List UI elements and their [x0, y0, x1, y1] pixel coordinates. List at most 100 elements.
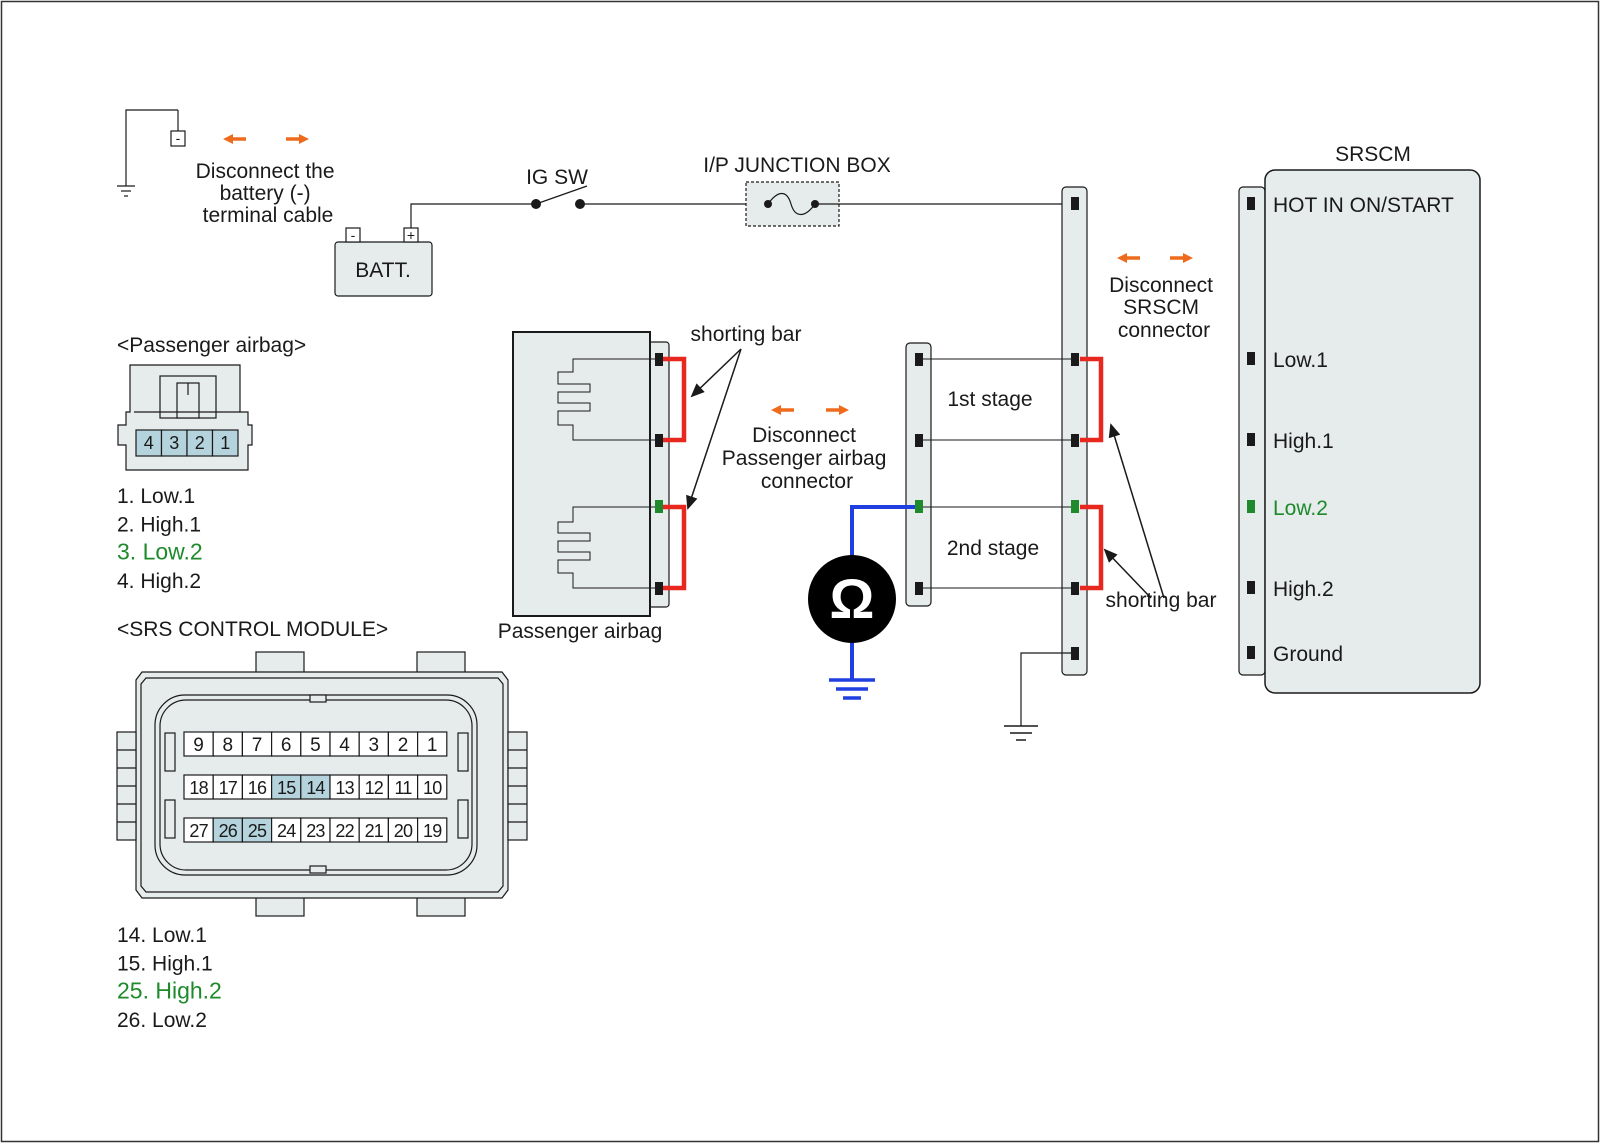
srs-module-pin-number: 21 [365, 821, 384, 841]
srs-module-pin-number: 20 [394, 821, 413, 841]
srscm-pin [1247, 433, 1255, 446]
test-connector-strip [905, 342, 932, 607]
srs-module-pin [183, 817, 214, 843]
srs-module-pin [417, 774, 448, 800]
srs-module-pin-number: 27 [189, 821, 208, 841]
srs-module-pin [329, 774, 360, 800]
srscm-pin [1247, 646, 1255, 659]
srs-module-pin-number: 2 [398, 735, 409, 756]
battery-pos-post-symbol: + [407, 227, 415, 243]
srs-pin-list-item: 26. Low.2 [117, 1009, 207, 1032]
airbag-pin-list-item: 1. Low.1 [117, 485, 195, 508]
airbag-pin-1 [655, 353, 663, 366]
srs-module-pin [358, 731, 390, 757]
harness-ground-symbol-icon [1004, 725, 1038, 741]
srs-module-pin-number: 8 [223, 735, 234, 756]
airbag-shorting-bar-label: shorting bar [691, 323, 802, 346]
srs-module-pin-number: 11 [394, 778, 412, 798]
ground-symbol-icon [117, 185, 135, 197]
srs-module-title: <SRS CONTROL MODULE> [117, 618, 388, 641]
ohmmeter-ground-symbol-icon [829, 678, 875, 700]
srs-module-pin [329, 817, 360, 843]
airbag-pin-3 [655, 500, 663, 513]
stage-1-label: 1st stage [947, 388, 1032, 411]
srs-pin-list-item: 25. High.2 [117, 978, 222, 1004]
airbag-connector-pin-number: 4 [144, 433, 154, 453]
harness-shorting-bar-label: shorting bar [1106, 589, 1217, 612]
harness-shorting-bar-2 [1080, 504, 1104, 591]
battery-label: BATT. [355, 259, 411, 282]
srs-module-pin [271, 774, 302, 800]
harness-ground-wire [1020, 652, 1075, 726]
battery-neg-post-symbol: - [351, 227, 356, 243]
srs-module-pin-number: 3 [369, 735, 380, 756]
srs-module-pin-number: 15 [277, 778, 296, 798]
srs-module-pin [300, 731, 331, 757]
srs-module-pin-number: 16 [248, 778, 267, 798]
airbag-connector-pin-number: 1 [220, 433, 230, 453]
srscm-disconnect-text: Disconnect SRSCM connector [1109, 274, 1219, 342]
srs-module-pin-number: 10 [423, 778, 442, 798]
srs-module-pin-number: 25 [248, 821, 267, 841]
srscm-harness-connector [1061, 186, 1088, 676]
srs-module-pin [271, 731, 302, 757]
srs-module-pin-number: 26 [219, 821, 238, 841]
airbag-squib-1-icon [557, 358, 659, 441]
srs-module-pin-number: 5 [310, 735, 321, 756]
srs-module-pin [241, 731, 273, 757]
test-pin-high2 [915, 582, 923, 595]
airbag-squib-2-icon [557, 506, 659, 589]
srs-module-pin [300, 817, 331, 843]
srscm-pin-label: HOT IN ON/START [1273, 194, 1454, 217]
shorting-bar-pointer-1 [1108, 423, 1165, 599]
srs-module-pin-number: 23 [306, 821, 325, 841]
srscm-pin [1247, 581, 1255, 594]
passenger-airbag-label: Passenger airbag [498, 620, 663, 643]
harness-shorting-bar-1 [1080, 356, 1104, 443]
srs-module-pin [417, 731, 448, 757]
srs-module-pin-number: 13 [335, 778, 354, 798]
airbag-disconnect-text: Disconnect Passenger airbag connector [722, 424, 892, 493]
srscm-title: SRSCM [1335, 143, 1411, 166]
harness-pin-hot [1071, 197, 1079, 210]
passenger-airbag-pin-list: 1. Low.12. High.13. Low.24. High.2 [117, 485, 203, 593]
ig-sw-label: IG SW [526, 166, 588, 189]
srs-module-pin [300, 774, 331, 800]
passenger-airbag-title: <Passenger airbag> [117, 334, 306, 357]
airbag-shorting-bar-1 [663, 356, 687, 443]
airbag-shorting-bar-2 [663, 504, 687, 591]
airbag-pin-list-item: 4. High.2 [117, 570, 201, 593]
ohmmeter-icon [808, 555, 896, 643]
harness-pin-low1 [1071, 353, 1079, 366]
srs-module-pin [417, 817, 448, 843]
ignition-switch-icon [531, 185, 588, 209]
harness-pin-high1 [1071, 434, 1079, 447]
airbag-connector-pin-number: 2 [195, 433, 205, 453]
srs-module-pin [387, 817, 419, 843]
airbag-connector-pin-number: 3 [169, 433, 179, 453]
test-pin-low2 [915, 500, 923, 513]
ohmmeter-probe-wire [850, 505, 915, 558]
battery-positive-wire [410, 203, 536, 228]
airbag-connector-pin [160, 429, 188, 457]
srscm-pin-label: Low.2 [1273, 497, 1328, 520]
srscm-pin-label: Low.1 [1273, 349, 1328, 372]
srs-pin-list-item: 14. Low.1 [117, 924, 207, 947]
srs-module-pin-number: 18 [189, 778, 208, 798]
srs-module-pin [271, 817, 302, 843]
test-pin-low1 [915, 353, 923, 366]
srs-module-pin [212, 774, 243, 800]
airbag-connector-pin [211, 429, 239, 457]
junction-box-label: I/P JUNCTION BOX [703, 154, 890, 177]
srs-module-pin-number: 14 [306, 778, 325, 798]
srscm-pin-label: High.2 [1273, 578, 1334, 601]
battery-disconnect-text: Disconnect the battery (-) terminal cabl… [196, 160, 341, 227]
shorting-bar-pointer-2 [1103, 548, 1152, 599]
srscm-pin [1247, 197, 1255, 210]
srs-module-pin-number: 19 [423, 821, 442, 841]
